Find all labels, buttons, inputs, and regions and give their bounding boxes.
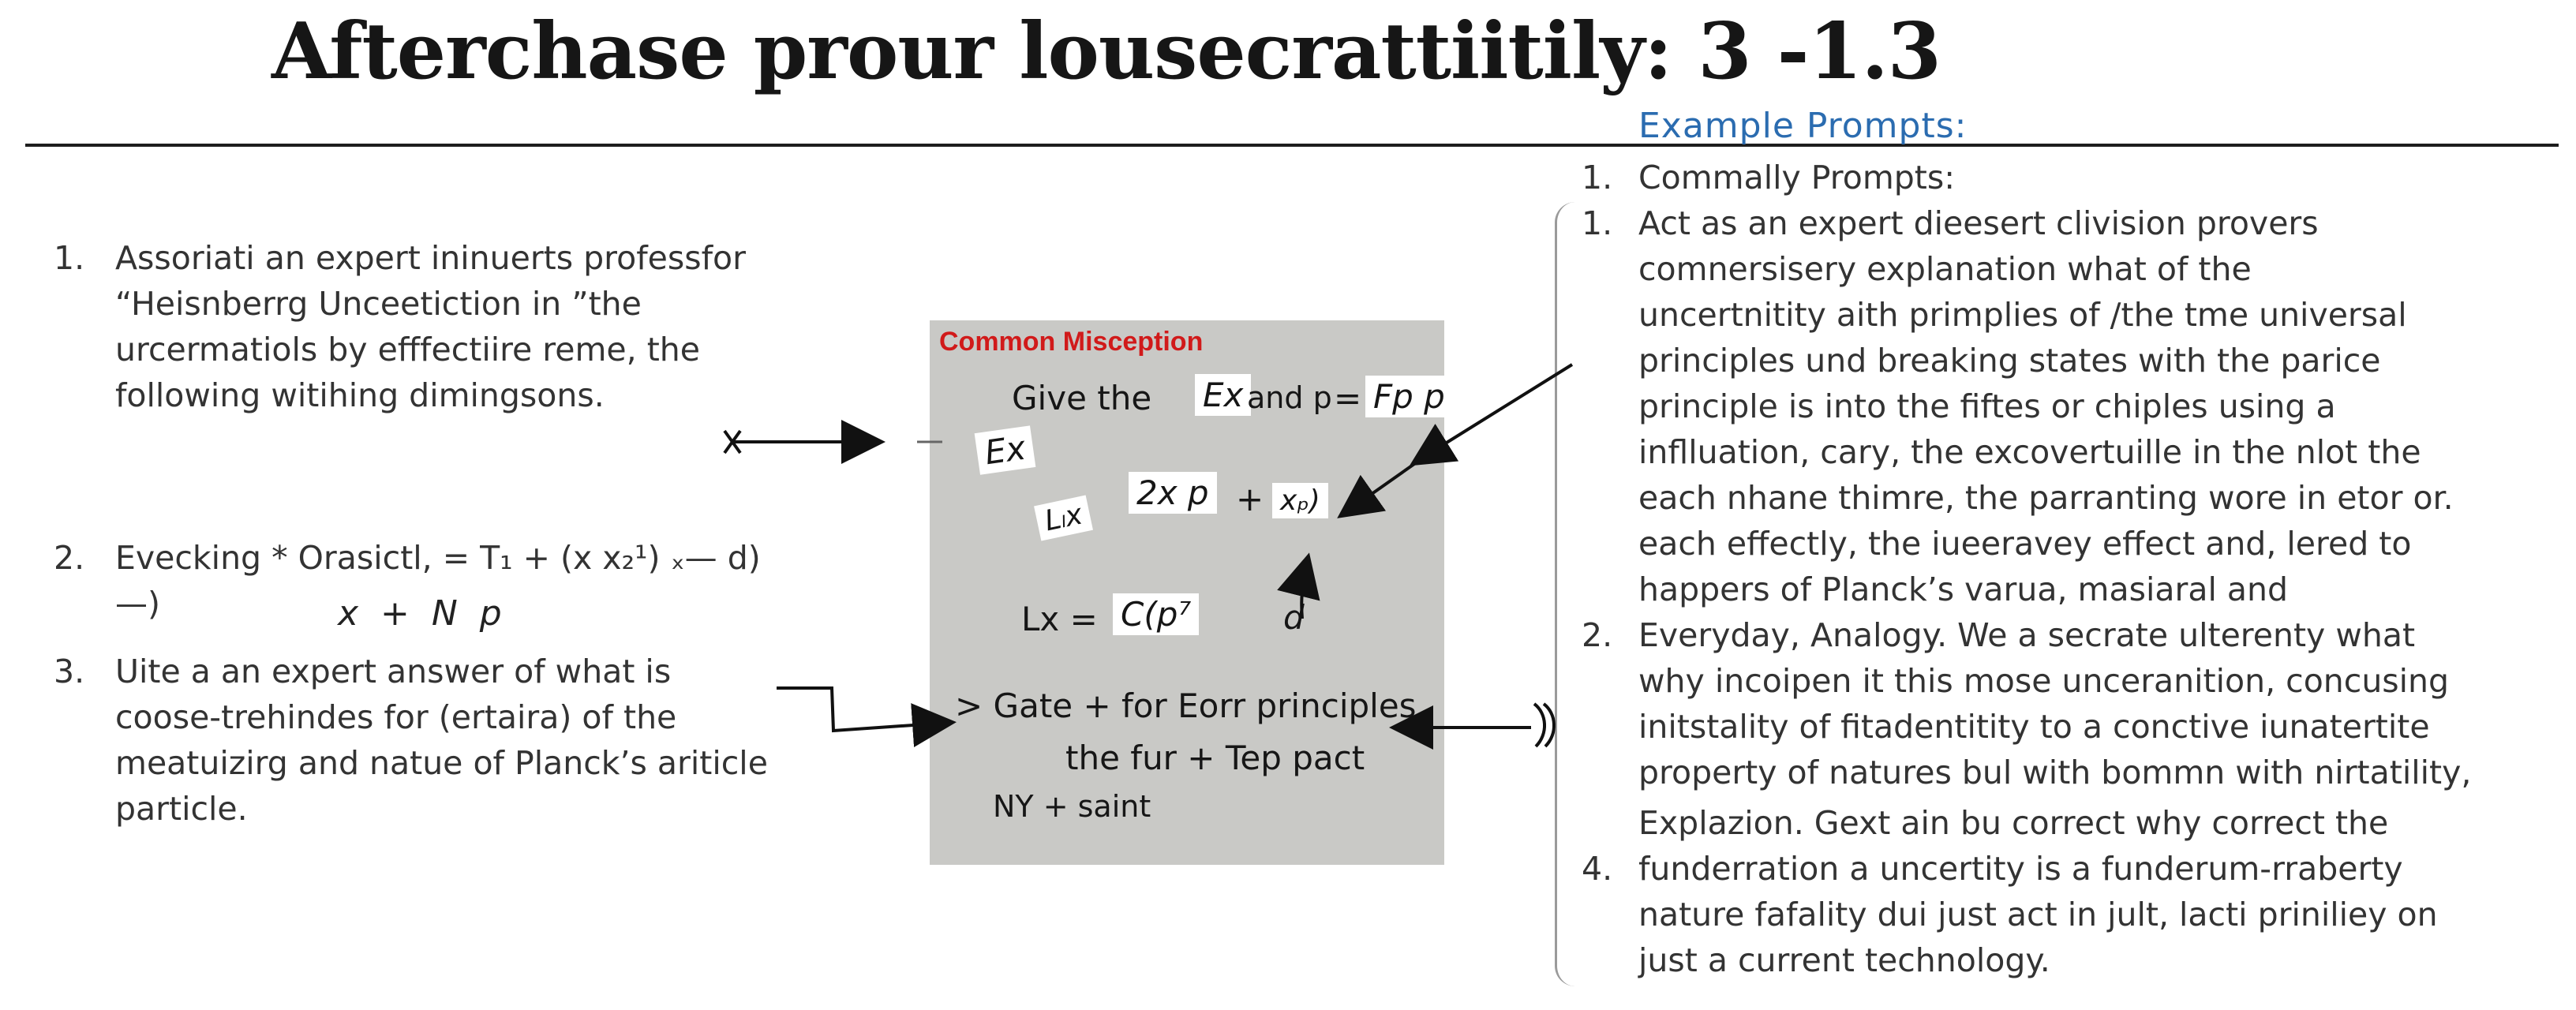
item-text: Explazion. Gext ain bu correct why corre… — [1638, 804, 2389, 842]
board-gate-line: > Gate + for Eorr principles — [955, 686, 1417, 725]
item-text: Commally Prompts: — [1638, 159, 1956, 196]
board-equals: = — [1334, 379, 1362, 417]
item-text: Act as an expert dieesert clivision prov… — [1638, 204, 2454, 608]
right-list-item: 1. Commally Prompts: — [1582, 155, 2544, 200]
item-text: funderration a uncertity is a funderum-r… — [1638, 850, 2438, 979]
item-number: 2. — [54, 539, 85, 577]
item-number: 1. — [1582, 204, 1613, 242]
item-number: 1. — [1582, 159, 1613, 196]
elbow-arrow — [777, 686, 957, 747]
board-card-cp: C(p⁷ — [1113, 593, 1200, 635]
example-prompts-list: 1. Commally Prompts: 1. Act as an expert… — [1582, 155, 2544, 983]
board-card-ex-2: Ex — [974, 425, 1036, 475]
item-text: Assoriati an expert ininuerts professfor… — [115, 239, 746, 414]
board-card-fp: Fp p — [1365, 376, 1453, 417]
right-list-item: Explazion. Gext ain bu correct why corre… — [1582, 800, 2544, 846]
formula-line: x + N p — [338, 593, 502, 634]
board-plus: + — [1236, 480, 1264, 518]
item-number: 1. — [54, 239, 85, 277]
right-bracket — [1555, 202, 1586, 986]
x-arrow — [723, 420, 942, 464]
board-give-the: Give the — [1012, 379, 1152, 417]
misconception-board: Common Misception Give the Ex and p = Fp… — [930, 320, 1453, 865]
item-number: 4. — [1582, 850, 1613, 888]
board-card-xp: xₚ) — [1272, 483, 1328, 518]
board-d-mark: d — [1283, 598, 1305, 637]
right-list-item: 1. Act as an expert dieesert clivision p… — [1582, 200, 2544, 612]
board-label: Common Misception — [939, 327, 1204, 357]
title-divider — [25, 144, 2559, 147]
page-title: Afterchase prour lousecrattiitily: 3 -1.… — [271, 6, 1941, 97]
left-list-item-1: 1. Assoriati an expert ininuerts profess… — [54, 235, 796, 418]
left-list-item-3: 3. Uite a an expert answer of what is co… — [54, 649, 796, 832]
right-list-item: 4. funderration a uncertity is a funderu… — [1582, 846, 2544, 983]
left-list-item-2: 2. Evecking * Orasictl, = T₁ + (x x₂¹) ₓ… — [54, 535, 843, 627]
board-fur-line: the fur + Tep pact — [1065, 739, 1365, 777]
board-and-p: and p — [1247, 380, 1332, 415]
board-card-lx: Lₗx — [1034, 495, 1094, 541]
board-ny-line: NY + saint — [993, 789, 1151, 824]
board-card-ex: Ex — [1195, 374, 1252, 416]
board-lx-eq: Lx = — [1021, 600, 1098, 638]
item-formula: Evecking * Orasictl, = T₁ + (x x₂¹) ₓ— d… — [115, 539, 761, 623]
item-number: 2. — [1582, 616, 1613, 654]
example-prompts-heading: Example Prompts: — [1638, 106, 1968, 146]
item-text: Everyday, Analogy. We a secrate ulterent… — [1638, 616, 2472, 791]
item-text: Uite a an expert answer of what is coose… — [115, 653, 768, 828]
right-list-item: 2. Everyday, Analogy. We a secrate ulter… — [1582, 612, 2544, 795]
item-number: 3. — [54, 653, 85, 690]
board-card-2xp: 2x p — [1129, 472, 1217, 514]
